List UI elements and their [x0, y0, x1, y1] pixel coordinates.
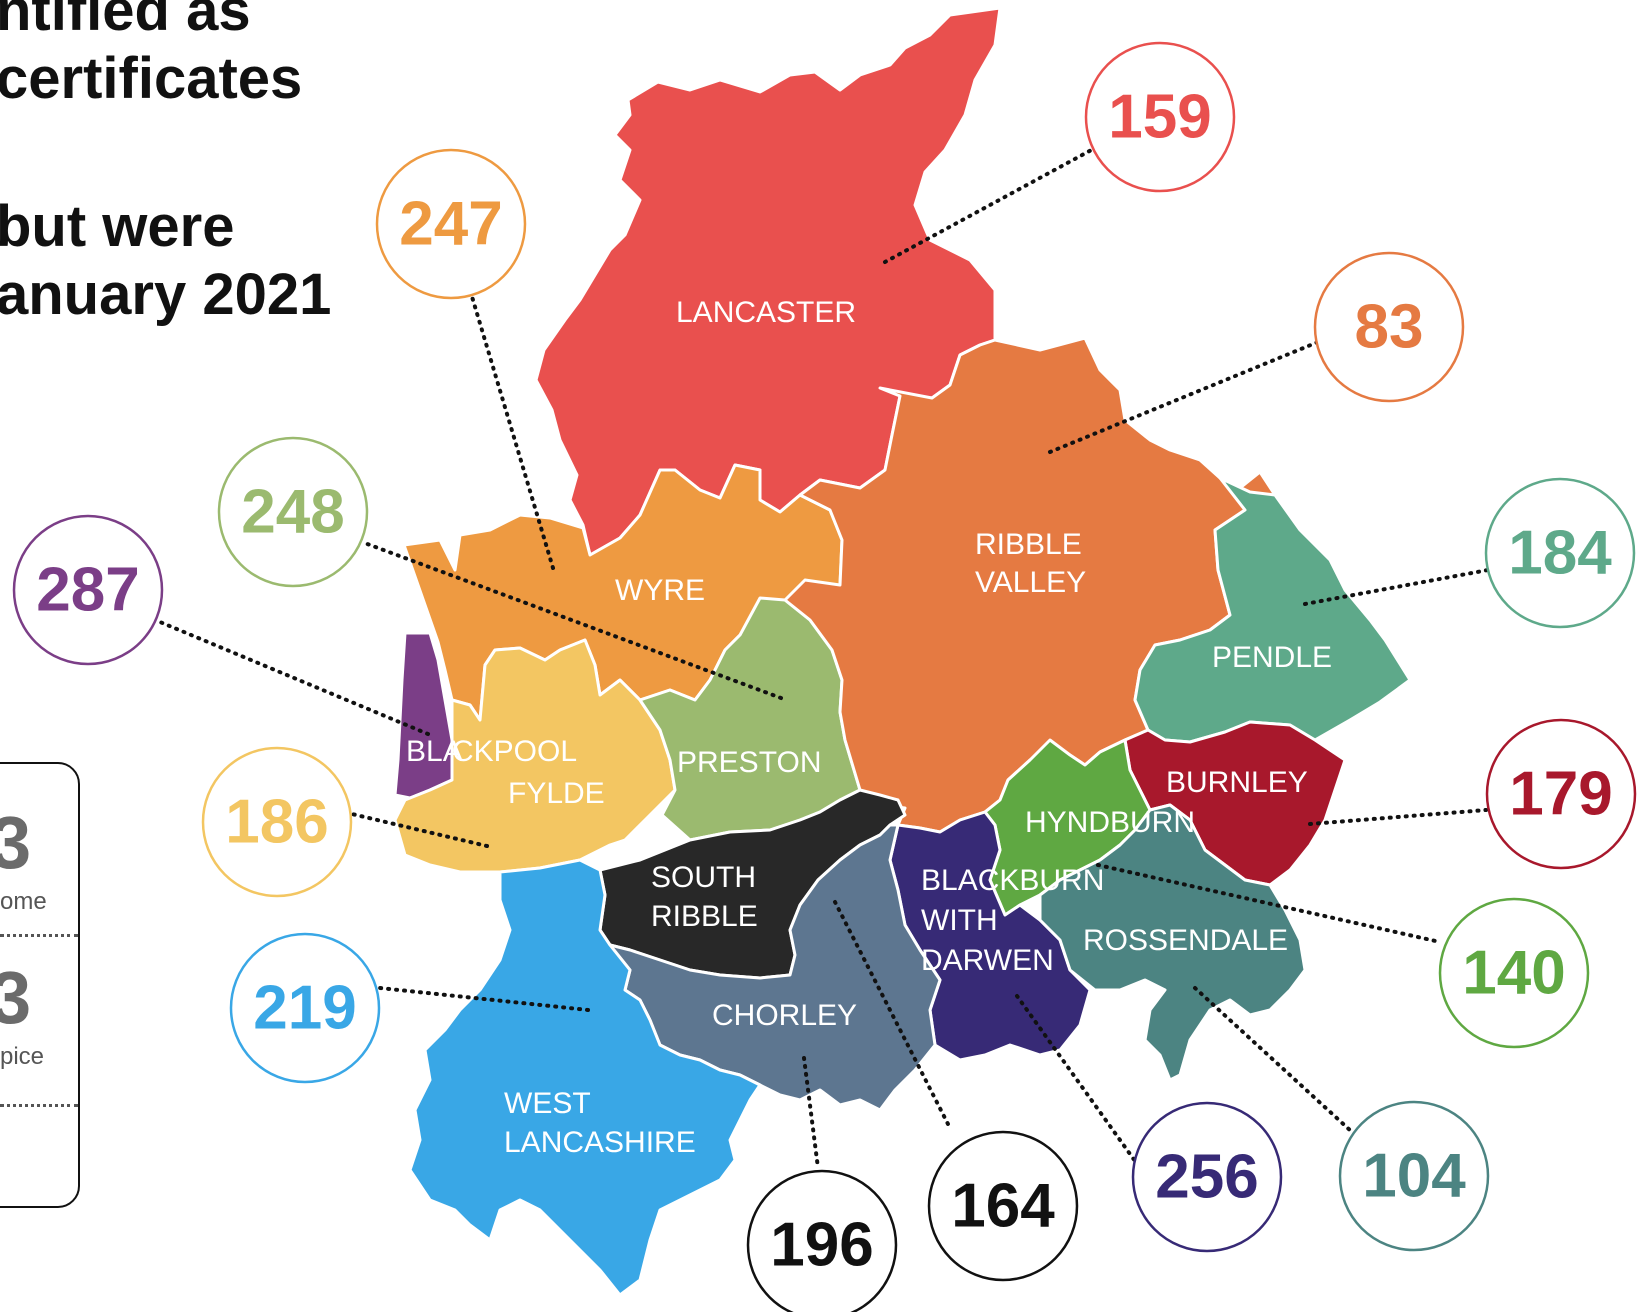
bubble-blackpool — [12, 514, 164, 666]
bubble-value-ribble-valley: 83 — [1355, 293, 1424, 362]
bubble-hyndburn — [1438, 897, 1590, 1049]
region-label-hyndburn-1: HYNDBURN — [1025, 806, 1195, 839]
region-label-west-lancashire-1: WEST — [504, 1087, 591, 1120]
region-rossendale[interactable] — [1038, 803, 1307, 1082]
region-label-blackburn-with-darwen-1: BLACKBURN — [921, 864, 1104, 897]
leader-preston — [360, 540, 783, 700]
bubble-value-rossendale: 104 — [1362, 1142, 1466, 1211]
bubble-value-burnley: 179 — [1509, 760, 1612, 829]
region-label-rossendale-1: ROSSENDALE — [1083, 924, 1288, 957]
bubble-fylde — [201, 746, 353, 898]
bubble-lancaster — [1084, 41, 1236, 193]
leader-hyndburn — [1096, 863, 1442, 944]
heading-line-1: ntified as — [0, 0, 251, 43]
legend-item-1-number: 3 — [0, 801, 32, 884]
leader-wyre — [468, 288, 555, 570]
bubble-value-pendle: 184 — [1508, 519, 1612, 588]
region-label-burnley-1: BURNLEY — [1166, 766, 1308, 799]
leader-rossendale — [1193, 986, 1354, 1134]
region-label-south-ribble-2: RIBBLE — [651, 900, 758, 933]
bubble-ribble-valley — [1313, 251, 1465, 403]
bubble-value-chorley: 196 — [770, 1211, 873, 1280]
region-label-south-ribble-1: SOUTH — [651, 861, 756, 894]
region-label-wyre-1: WYRE — [615, 574, 705, 607]
region-label-lancaster-1: LANCASTER — [676, 296, 856, 329]
bubble-value-lancaster: 159 — [1108, 83, 1211, 152]
heading-line-4: anuary 2021 — [0, 262, 332, 327]
legend-separator-1 — [0, 934, 78, 937]
heading-line-3: but were — [0, 194, 235, 259]
bubble-pendle — [1484, 477, 1636, 629]
bubble-preston — [217, 436, 369, 588]
bubble-chorley — [746, 1169, 898, 1312]
bubble-value-preston: 248 — [241, 478, 344, 547]
bubble-west-lancashire — [229, 932, 381, 1084]
legend-separator-2 — [0, 1104, 78, 1107]
bubble-value-west-lancashire: 219 — [253, 974, 356, 1043]
bubble-rossendale — [1338, 1100, 1490, 1252]
bubble-value-blackpool: 287 — [36, 556, 139, 625]
region-label-ribble-valley-2: VALLEY — [975, 566, 1086, 599]
region-label-blackburn-with-darwen-3: DARWEN — [921, 944, 1054, 977]
bubble-south-ribble — [927, 1130, 1079, 1282]
leader-blackpool — [158, 620, 430, 736]
region-label-fylde-1: CKPOOL — [452, 735, 577, 768]
region-west-lancashire[interactable] — [408, 858, 762, 1297]
legend-item-1-label: ome — [0, 888, 47, 915]
region-label-fylde-2: FYLDE — [508, 777, 605, 810]
region-label-pendle-1: PENDLE — [1212, 641, 1332, 674]
region-label-chorley-1: CHORLEY — [712, 999, 857, 1032]
leader-lancaster — [883, 146, 1097, 264]
leader-ribble-valley — [1048, 340, 1320, 454]
bubble-wyre — [375, 148, 527, 300]
leader-burnley — [1308, 808, 1488, 826]
region-label-preston-1: PRESTON — [677, 746, 821, 779]
heading-line-2: certificates — [0, 46, 303, 111]
region-label-blackpool-1: BLA — [406, 735, 463, 768]
leader-fylde — [350, 812, 489, 848]
leader-south-ribble — [833, 900, 952, 1130]
bubble-value-wyre: 247 — [399, 190, 502, 259]
leader-west-lancashire — [378, 986, 590, 1012]
bubble-value-fylde: 186 — [225, 788, 328, 857]
region-label-ribble-valley-1: RIBBLE — [975, 528, 1082, 561]
legend-item-2-number: 3 — [0, 956, 32, 1039]
bubble-blackburn-with-darwen — [1131, 1101, 1283, 1253]
bubble-burnley — [1485, 718, 1637, 870]
legend-item-2-label: pice — [0, 1043, 45, 1070]
leader-pendle — [1303, 568, 1490, 606]
legend-box — [0, 762, 80, 1208]
leader-chorley — [802, 1056, 820, 1170]
bubble-value-hyndburn: 140 — [1462, 939, 1565, 1008]
bubble-value-blackburn-with-darwen: 256 — [1155, 1143, 1258, 1212]
bubble-value-south-ribble: 164 — [951, 1172, 1055, 1241]
region-label-west-lancashire-2: LANCASHIRE — [504, 1126, 696, 1159]
leader-blackburn-with-darwen — [1015, 994, 1142, 1170]
region-label-blackburn-with-darwen-2: WITH — [921, 904, 998, 937]
value-bubbles: 159 247 248 287 83 184 179 140 186 219 196 164 256 10… — [12, 41, 1637, 1312]
